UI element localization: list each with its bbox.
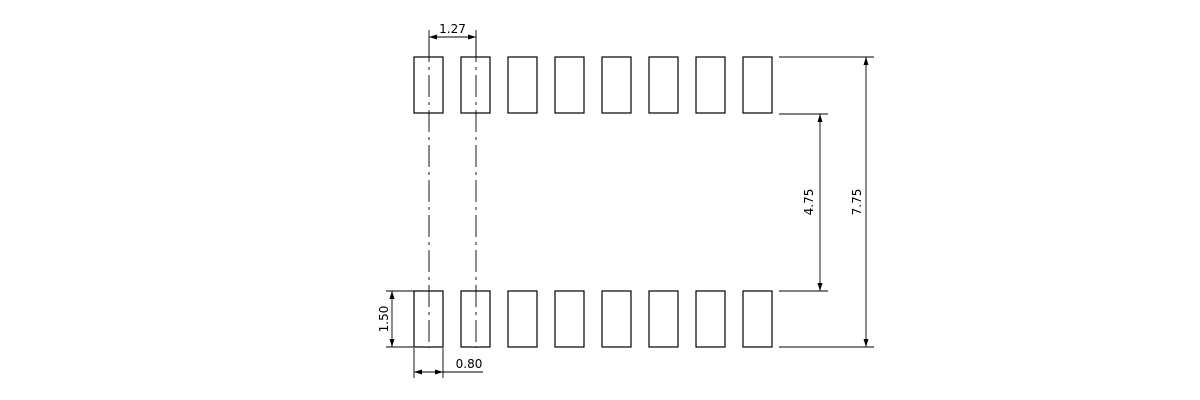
bottom-row-pad-5 [601,290,632,348]
top-row-pad-2 [460,56,491,114]
top-row-pad-7 [695,56,726,114]
pad-length-label: 1.50 [377,306,391,333]
bottom-row-pad-3 [507,290,538,348]
pad-width-dimension: 0.80 [413,348,483,378]
top-row-pad-1 [413,56,444,114]
outer-span-dimension: 7.75 [779,56,874,348]
pin-centerlines [428,40,477,348]
bottom-row-pad-1 [413,290,444,348]
pitch-dimension: 1.27 [428,22,477,57]
top-row-pad-4 [554,56,585,114]
top-row-pad-3 [507,56,538,114]
bottom-row-pad-6 [648,290,679,348]
top-row-pad-8 [742,56,773,114]
top-row-pad-6 [648,56,679,114]
inner-gap-label: 4.75 [802,189,816,216]
top-row-pad-5 [601,56,632,114]
bottom-row-pad-2 [460,290,491,348]
pitch-label: 1.27 [439,22,466,36]
outer-span-label: 7.75 [850,189,864,216]
inner-gap-dimension: 4.75 [779,113,828,292]
pad-length-dimension: 1.50 [377,290,414,348]
bottom-row-pad-7 [695,290,726,348]
bottom-row-pad-8 [742,290,773,348]
bottom-row-pad-4 [554,290,585,348]
pad-group [413,56,773,348]
pad-width-label: 0.80 [456,357,483,371]
